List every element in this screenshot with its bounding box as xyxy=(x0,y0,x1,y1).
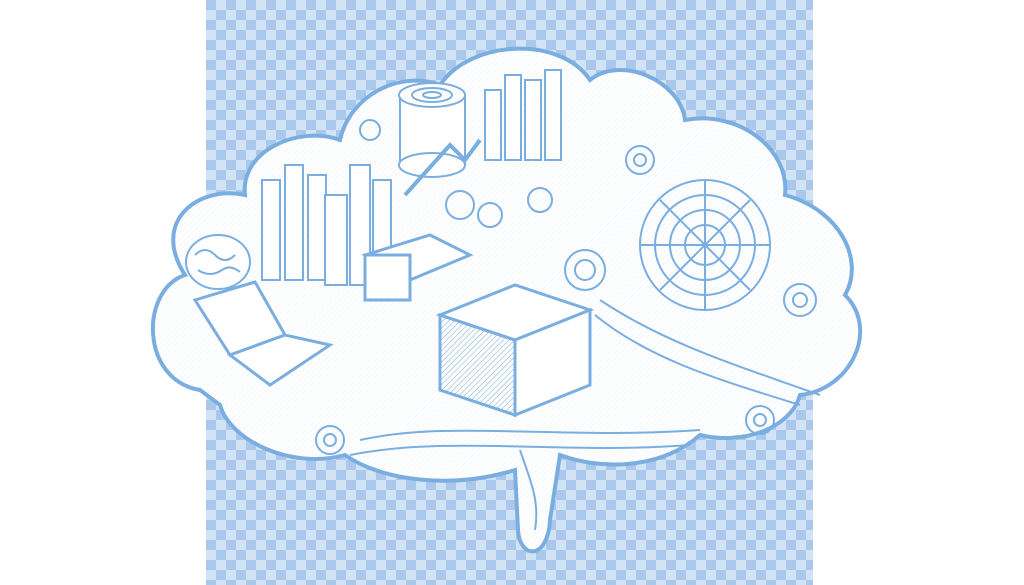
swirls xyxy=(315,119,817,455)
data-streams xyxy=(349,299,821,531)
server-box xyxy=(361,233,595,418)
radar-chart xyxy=(639,179,771,311)
bar-chart xyxy=(261,69,562,286)
trend-arrow xyxy=(403,138,482,197)
laptop xyxy=(192,280,334,387)
database-cylinder xyxy=(398,82,466,178)
brain xyxy=(185,234,251,290)
